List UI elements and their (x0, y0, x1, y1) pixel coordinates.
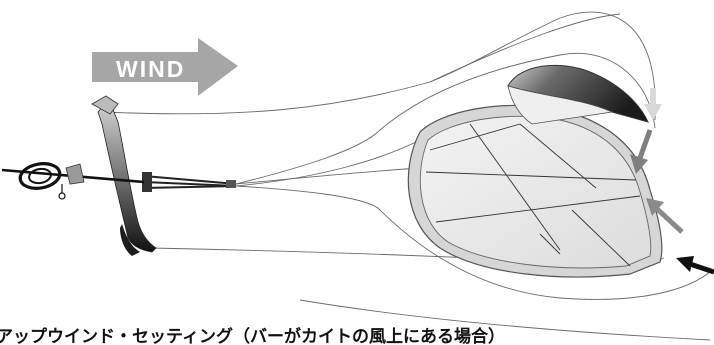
wind-label: WIND (116, 56, 185, 82)
arrow-up-left-icon (646, 198, 684, 234)
arrow-left-dark-icon (676, 256, 714, 275)
arrow-down-light-icon (644, 88, 662, 120)
diagram-caption: アップウインド・セッティング（バーがカイトの風上にある場合） (0, 327, 505, 345)
depower-lines (143, 175, 237, 189)
kite (407, 64, 663, 278)
pull-arrows (630, 88, 714, 275)
chicken-loop-icon (1, 162, 145, 200)
wind-arrow-icon: WIND (92, 38, 238, 96)
control-bar (91, 95, 237, 256)
arrow-down-left-icon (630, 129, 653, 174)
